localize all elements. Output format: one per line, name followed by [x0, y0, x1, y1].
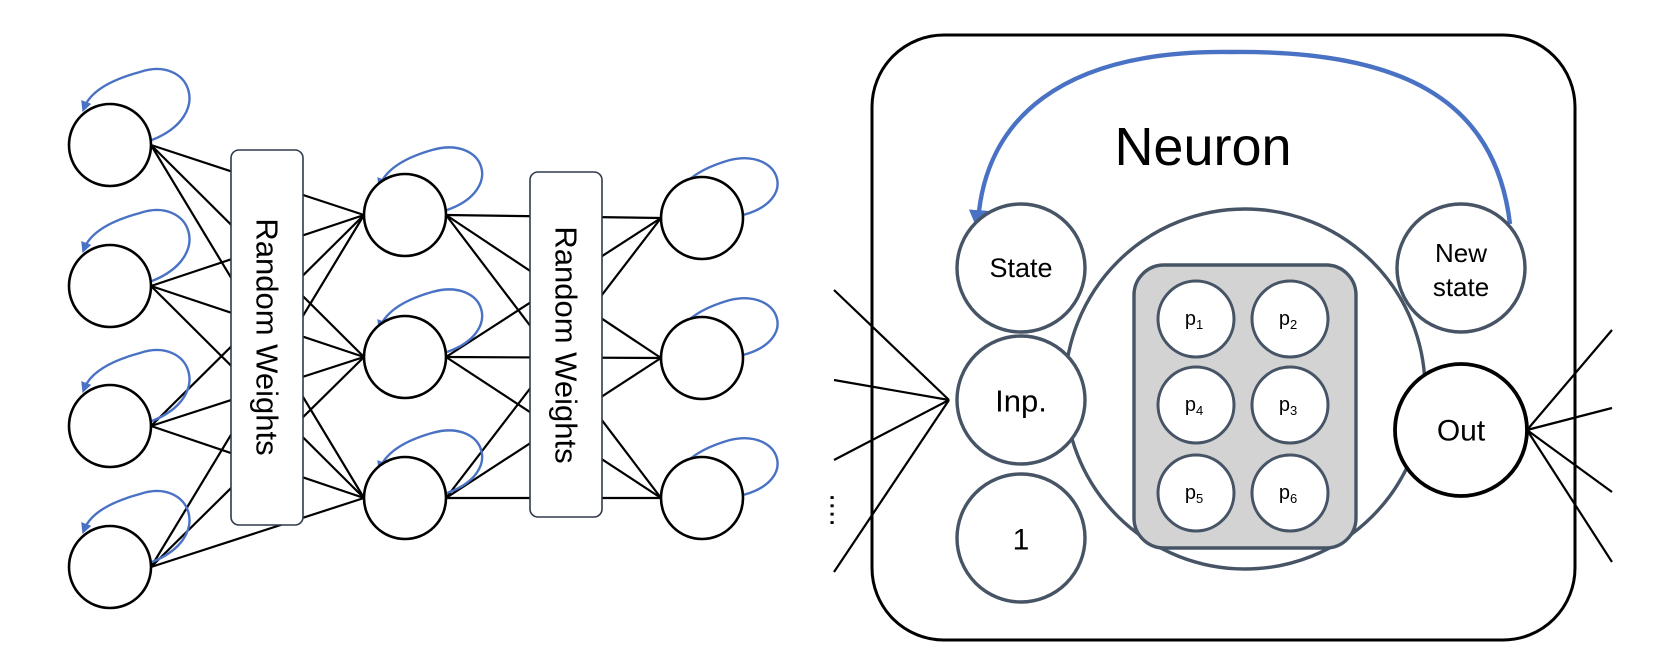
outgoing-connections [1526, 329, 1613, 563]
input-layer [67, 67, 191, 610]
param-p3: p3 [1250, 365, 1330, 445]
hidden-neuron [362, 288, 484, 400]
output-label: Out [1437, 415, 1486, 448]
weights-label-1: Random Weights [250, 218, 285, 455]
recurrent-network: Random Weights Random Weights [67, 67, 779, 610]
param-label: p4 [1185, 394, 1203, 418]
recurrent-loop [377, 146, 484, 212]
neuron-detail: Neuron p1 p2 p4 p3 p5 p6 State New state Inp. [824, 33, 1613, 642]
output-neuron [659, 157, 779, 261]
output-neuron [659, 297, 779, 401]
new-state-label-line1: New [1435, 238, 1487, 268]
param-circle [1156, 365, 1236, 445]
param-circle [1156, 279, 1236, 359]
hidden-neuron [362, 429, 484, 541]
output-node: Out [1393, 362, 1529, 498]
connection-edge [150, 496, 365, 569]
param-p4: p4 [1156, 365, 1236, 445]
input-neuron [67, 67, 191, 188]
neuron-title: Neuron [1114, 117, 1291, 177]
state-node: State [955, 202, 1087, 334]
weights-box-2: Random Weights [529, 171, 603, 518]
hidden-layer [362, 146, 484, 541]
recurrent-loop [81, 489, 191, 564]
param-p6: p6 [1250, 453, 1330, 533]
param-p5: p5 [1156, 453, 1236, 533]
param-circle [1156, 453, 1236, 533]
neuron-frame [870, 33, 1577, 642]
input-label: Inp. [995, 384, 1047, 419]
feedback-arrow [968, 49, 1513, 230]
param-p1: p1 [1156, 279, 1236, 359]
param-label: p6 [1279, 482, 1297, 506]
bias-node: 1 [955, 472, 1087, 604]
param-circle [1250, 279, 1330, 359]
param-label: p5 [1185, 482, 1203, 506]
output-layer [659, 157, 779, 541]
recurrent-loop [81, 208, 191, 283]
output-neuron [659, 437, 779, 541]
input-neuron [67, 208, 191, 329]
recurrent-loop [377, 288, 484, 354]
bias-label: 1 [1013, 524, 1030, 557]
state-label: State [989, 253, 1052, 283]
new-state-label-line2: state [1433, 272, 1489, 302]
param-label: p3 [1279, 394, 1297, 418]
recurrent-loop [81, 348, 191, 423]
weights-label-2: Random Weights [549, 226, 584, 463]
recurrent-loop [377, 429, 484, 495]
param-circle [1250, 365, 1330, 445]
incoming-connections [833, 289, 950, 573]
input-neuron [67, 348, 191, 469]
ellipsis: .... [824, 493, 857, 526]
new-state-node: New state [1395, 202, 1527, 334]
hidden-neuron [362, 146, 484, 258]
weights-box-1: Random Weights [230, 149, 304, 526]
parameter-panel: p1 p2 p4 p3 p5 p6 [1132, 263, 1358, 550]
param-label: p1 [1185, 308, 1203, 332]
param-circle [1250, 453, 1330, 533]
recurrent-loop [81, 67, 191, 142]
input-neuron [67, 489, 191, 610]
param-label: p2 [1279, 308, 1297, 332]
input-node: Inp. [955, 334, 1087, 466]
param-p2: p2 [1250, 279, 1330, 359]
